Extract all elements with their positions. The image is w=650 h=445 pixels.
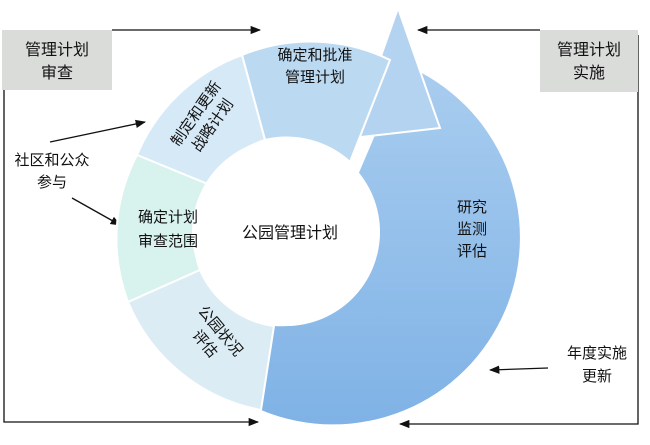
scope-label-line2: 审查范围 [138, 232, 198, 250]
review-box-line2: 审查 [41, 63, 73, 82]
review-box-line1: 管理计划 [25, 40, 89, 59]
annual-note-line2: 更新 [582, 367, 612, 385]
implement-box-line1: 管理计划 [557, 40, 621, 59]
status-segment [126, 268, 276, 412]
center-circle [192, 138, 380, 326]
implement-box-bg [540, 30, 638, 92]
implement-box: 管理计划 实施 [540, 30, 638, 92]
implement-right-loop [398, 35, 639, 429]
annual-update-arrow [488, 365, 549, 374]
community-note-line1: 社区和公众 [14, 151, 89, 169]
research-label-line1: 研究 [457, 198, 487, 216]
center-label: 公园管理计划 [242, 223, 338, 242]
research-label-line3: 评估 [457, 242, 487, 260]
scope-label-line1: 确定计划 [138, 208, 198, 226]
research-label-line2: 监测 [457, 220, 487, 238]
implement-box-line2: 实施 [573, 63, 605, 82]
community-to-scope-arrow [71, 197, 121, 226]
cycle-ring [115, 4, 520, 425]
approve-label-line2: 管理计划 [285, 68, 345, 86]
annual-note-line1: 年度实施 [567, 344, 627, 362]
approve-segment [240, 40, 392, 164]
research-segment [261, 65, 520, 425]
review-box-bg [2, 30, 112, 90]
review-left-loop [3, 90, 260, 427]
review-box: 管理计划 审查 [2, 30, 112, 90]
approve-label-line1: 确定和批准 [277, 46, 352, 64]
connector-lines [3, 25, 639, 429]
community-note-line2: 参与 [37, 173, 67, 191]
community-to-strategy-arrow [49, 119, 147, 143]
